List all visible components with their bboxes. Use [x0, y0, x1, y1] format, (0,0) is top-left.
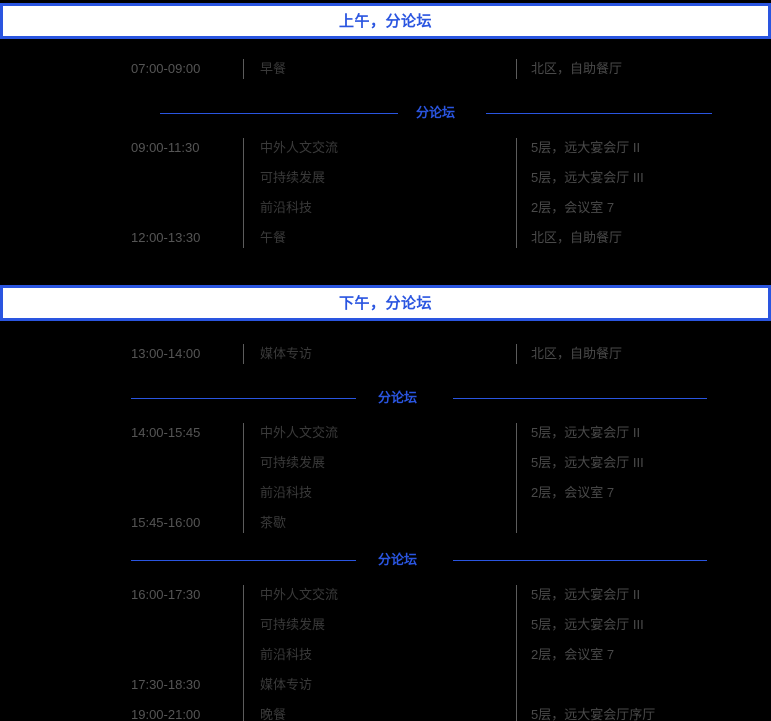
- table-row: 可持续发展 5层，远大宴会厅 III: [0, 448, 771, 478]
- row-time: 14:00-15:45: [131, 425, 201, 440]
- banner-right-edge: [768, 6, 771, 36]
- banner-right-edge: [768, 288, 771, 318]
- row-venue: 北区，自助餐厅: [531, 61, 623, 76]
- session-divider-left: [243, 423, 244, 533]
- table-row: 可持续发展 5层，远大宴会厅 III: [0, 610, 771, 640]
- row-venue: 5层，远大宴会厅 II: [531, 587, 641, 602]
- row-topic: 中外人文交流: [260, 140, 339, 155]
- banner-title-afternoon: 下午，分论坛: [338, 294, 432, 312]
- table-row: 13:00-14:00 媒体专访 北区，自助餐厅: [0, 339, 771, 369]
- session-divider-left: [243, 585, 244, 721]
- row-time: 13:00-14:00: [131, 346, 201, 361]
- row-venue: 2层，会议室 7: [531, 647, 615, 662]
- row-venue: 5层，远大宴会厅 II: [531, 425, 641, 440]
- forum-divider-label: 分论坛: [416, 105, 456, 120]
- row-divider-right: [516, 59, 517, 79]
- divider-rule-left: [160, 113, 398, 114]
- row-topic: 媒体专访: [260, 677, 313, 692]
- session-divider-right: [516, 585, 517, 721]
- table-row: 16:00-17:30 中外人文交流 5层，远大宴会厅 II: [0, 580, 771, 610]
- divider-rule-right: [486, 113, 712, 114]
- row-venue: 5层，远大宴会厅 III: [531, 455, 644, 470]
- banner-left-edge: [0, 288, 3, 318]
- table-row: 前沿科技 2层，会议室 7: [0, 478, 771, 508]
- row-topic: 前沿科技: [260, 647, 313, 662]
- row-topic: 可持续发展: [260, 617, 326, 632]
- row-time: 16:00-17:30: [131, 587, 201, 602]
- table-row: 15:45-16:00 茶歇: [0, 508, 771, 538]
- row-divider-right: [516, 344, 517, 364]
- table-row: 14:00-15:45 中外人文交流 5层，远大宴会厅 II: [0, 418, 771, 448]
- row-topic: 午餐: [260, 230, 287, 245]
- row-venue: 北区，自助餐厅: [531, 230, 623, 245]
- row-time: 19:00-21:00: [131, 707, 201, 721]
- row-topic: 晚餐: [260, 707, 287, 721]
- session-divider-right: [516, 423, 517, 533]
- table-row: 19:00-21:00 晚餐 5层，远大宴会厅序厅: [0, 700, 771, 721]
- row-topic: 中外人文交流: [260, 425, 339, 440]
- forum-divider-2: 分论坛: [0, 388, 771, 408]
- section-banner-afternoon: 下午，分论坛: [0, 285, 771, 321]
- table-row: 07:00-09:00 早餐 北区，自助餐厅: [0, 54, 771, 84]
- row-topic: 早餐: [260, 61, 287, 76]
- row-venue: 5层，远大宴会厅 III: [531, 617, 644, 632]
- section-banner-morning: 上午，分论坛: [0, 3, 771, 39]
- table-row: 09:00-11:30 中外人文交流 5层，远大宴会厅 II: [0, 133, 771, 163]
- row-time: 09:00-11:30: [131, 140, 200, 155]
- table-row: 前沿科技 2层，会议室 7: [0, 193, 771, 223]
- row-time: 17:30-18:30: [131, 677, 201, 692]
- session-divider-left: [243, 138, 244, 248]
- row-venue: 5层，远大宴会厅序厅: [531, 707, 656, 721]
- forum-divider-label: 分论坛: [378, 390, 418, 405]
- row-divider-left: [243, 344, 244, 364]
- row-divider-left: [243, 59, 244, 79]
- row-topic: 茶歇: [260, 515, 287, 530]
- divider-rule-left: [131, 398, 356, 399]
- row-venue: 5层，远大宴会厅 III: [531, 170, 644, 185]
- forum-divider-3: 分论坛: [0, 550, 771, 570]
- row-topic: 前沿科技: [260, 200, 313, 215]
- row-time: 15:45-16:00: [131, 515, 201, 530]
- divider-rule-right: [453, 560, 707, 561]
- banner-left-edge: [0, 6, 3, 36]
- session-divider-right: [516, 138, 517, 248]
- banner-title-morning: 上午，分论坛: [338, 12, 432, 30]
- row-topic: 前沿科技: [260, 485, 313, 500]
- row-venue: 5层，远大宴会厅 II: [531, 140, 641, 155]
- divider-rule-right: [453, 398, 707, 399]
- row-venue: 北区，自助餐厅: [531, 346, 623, 361]
- table-row: 12:00-13:30 午餐 北区，自助餐厅: [0, 223, 771, 253]
- table-row: 前沿科技 2层，会议室 7: [0, 640, 771, 670]
- table-row: 17:30-18:30 媒体专访: [0, 670, 771, 700]
- forum-divider-label: 分论坛: [378, 552, 418, 567]
- row-venue: 2层，会议室 7: [531, 485, 615, 500]
- table-row: 可持续发展 5层，远大宴会厅 III: [0, 163, 771, 193]
- row-time: 07:00-09:00: [131, 61, 201, 76]
- row-topic: 中外人文交流: [260, 587, 339, 602]
- row-topic: 可持续发展: [260, 170, 326, 185]
- row-time: 12:00-13:30: [131, 230, 201, 245]
- row-topic: 可持续发展: [260, 455, 326, 470]
- row-topic: 媒体专访: [260, 346, 313, 361]
- row-venue: 2层，会议室 7: [531, 200, 615, 215]
- forum-divider-1: 分论坛: [0, 103, 771, 123]
- divider-rule-left: [131, 560, 356, 561]
